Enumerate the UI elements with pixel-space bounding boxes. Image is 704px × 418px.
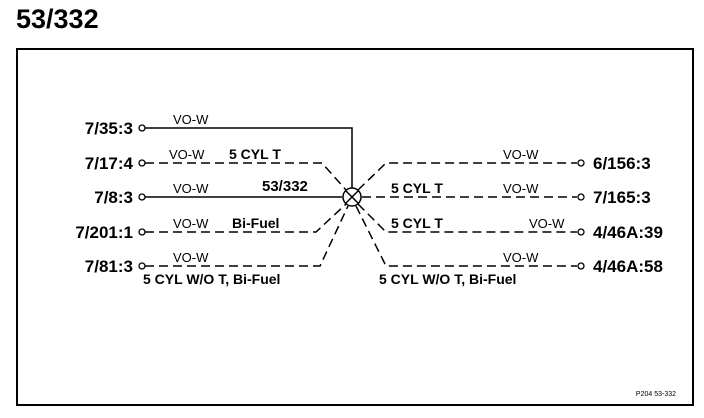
splice-icon xyxy=(342,187,362,207)
wire-color-label: VO-W xyxy=(529,216,565,231)
wire-color-label: VO-W xyxy=(169,147,205,162)
pin-label-left: 7/81:3 xyxy=(85,257,133,276)
connector-terminal xyxy=(138,262,146,270)
pin-label-right: 4/46A:39 xyxy=(593,223,663,242)
option-note: 5 CYL T xyxy=(391,180,443,196)
wire-7-35-3 xyxy=(145,127,353,190)
pin-label-right: 7/165:3 xyxy=(593,188,651,207)
page-title: 53/332 xyxy=(16,4,99,34)
wire-color-label: VO-W xyxy=(503,181,539,196)
pin-label-right: 6/156:3 xyxy=(593,154,651,173)
wire-color-label: VO-W xyxy=(173,250,209,265)
wire-color-label: VO-W xyxy=(173,181,209,196)
page-reference: P204 53-332 xyxy=(636,391,676,398)
wire-color-label: VO-W xyxy=(503,147,539,162)
connector-terminal xyxy=(577,228,585,236)
connector-terminal xyxy=(138,159,146,167)
wire-color-label: VO-W xyxy=(503,250,539,265)
option-note: 5 CYL W/O T, Bi-Fuel xyxy=(379,271,516,287)
pin-label-left: 7/8:3 xyxy=(94,188,133,207)
pin-label-left: 7/201:1 xyxy=(75,223,133,242)
wire-7-17-4 xyxy=(145,162,347,191)
connector-terminal xyxy=(577,159,585,167)
connector-terminal xyxy=(577,262,585,270)
pin-label-left: 7/17:4 xyxy=(85,154,134,173)
option-note: 5 CYL T xyxy=(391,215,443,231)
wire-color-label: VO-W xyxy=(173,112,209,127)
connector-terminal xyxy=(138,124,146,132)
wire-7-201-1 xyxy=(145,203,347,233)
option-note: 5 CYL W/O T, Bi-Fuel xyxy=(143,271,280,287)
diagram-frame xyxy=(16,48,694,406)
option-note: 5 CYL T xyxy=(229,146,281,162)
wire-7-81-3 xyxy=(145,205,349,267)
splice-label: 53/332 xyxy=(262,178,308,195)
pin-label-left: 7/35:3 xyxy=(85,119,133,138)
option-note: Bi-Fuel xyxy=(232,215,279,231)
connector-terminal xyxy=(138,228,146,236)
wire-color-label: VO-W xyxy=(173,216,209,231)
connector-terminal xyxy=(577,193,585,201)
connector-terminal xyxy=(138,193,146,201)
wire-4-46a-58 xyxy=(355,205,577,267)
pin-label-right: 4/46A:58 xyxy=(593,257,663,276)
